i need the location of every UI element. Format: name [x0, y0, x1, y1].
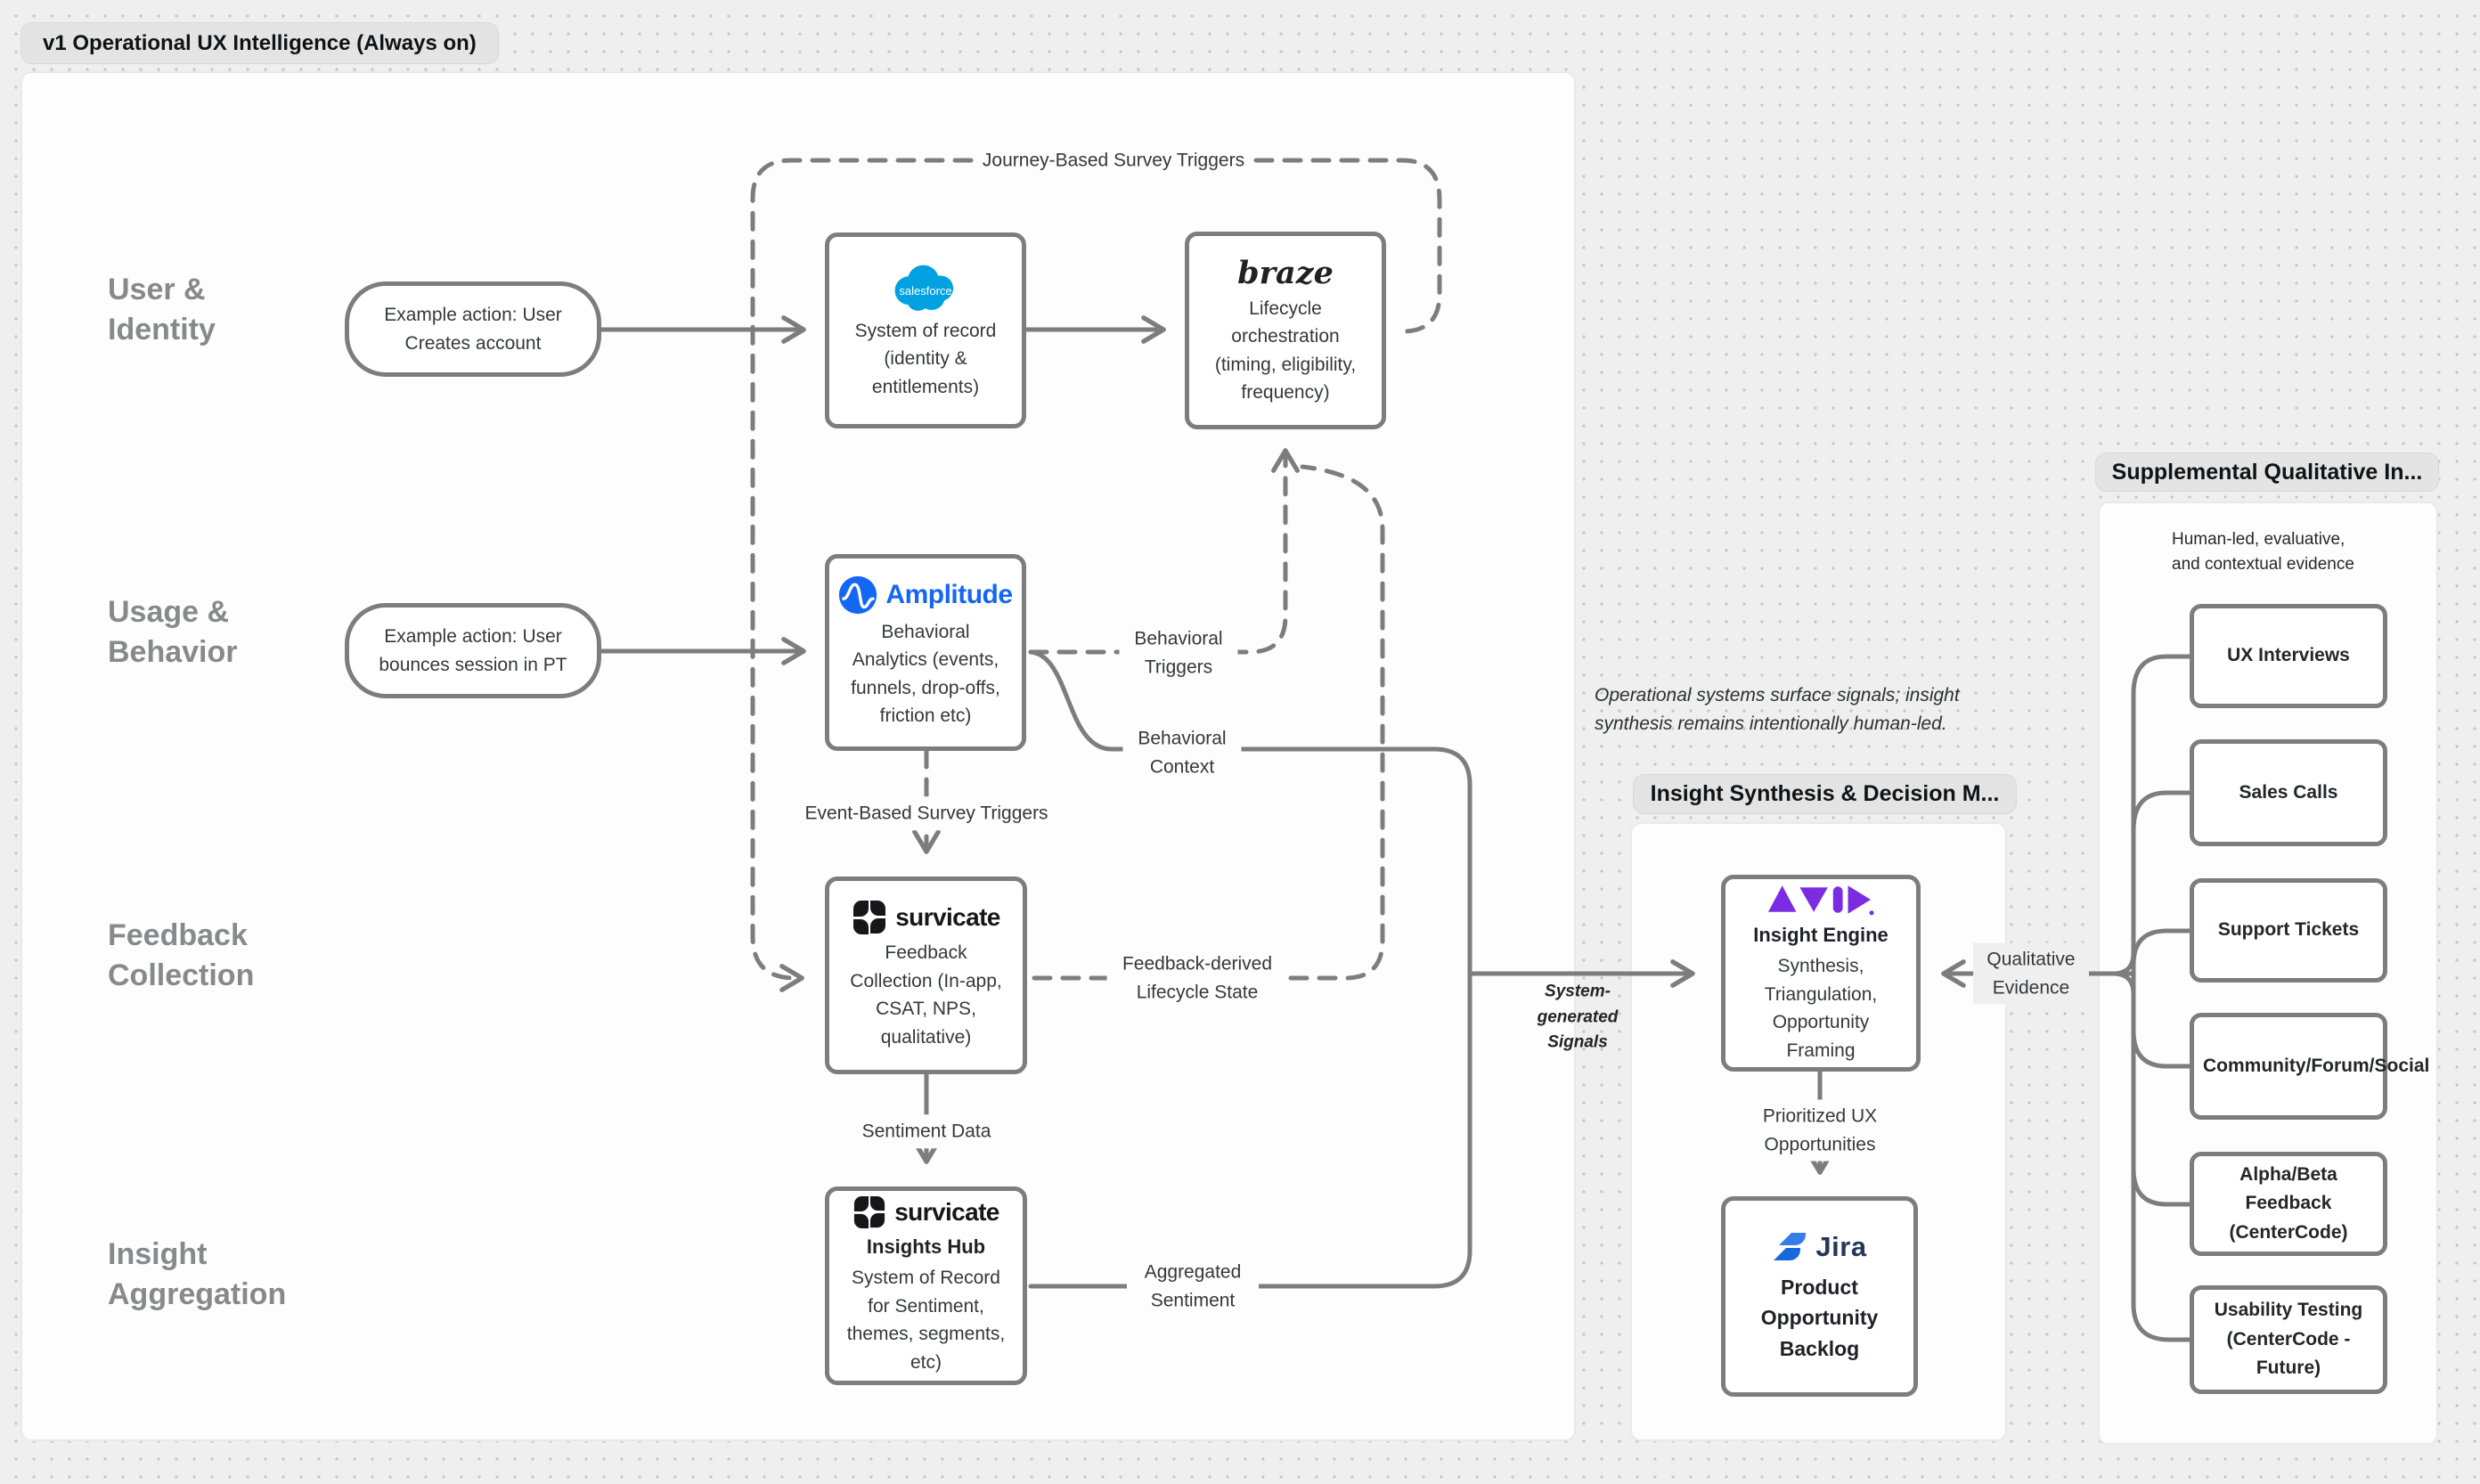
jira-wordmark: Jira — [1815, 1230, 1867, 1262]
note-supplemental-evidence: Human-led, evaluative, and contextual ev… — [2172, 530, 2354, 574]
supplemental-section-header-pill[interactable]: Supplemental Qualitative In... — [2095, 453, 2439, 492]
node-survicate-insights-hub[interactable]: survicate Insights Hub System of Record … — [825, 1186, 1027, 1385]
avid-logo-icon — [1767, 885, 1874, 915]
jira-logo-icon — [1774, 1232, 1807, 1260]
salesforce-logo-icon: salesforce — [894, 265, 954, 311]
supplemental-box-sales-calls[interactable]: Sales Calls — [2190, 739, 2387, 846]
supplemental-box-usability-testing[interactable]: Usability Testing (CenterCode - Future) — [2190, 1285, 2387, 1394]
box-label: Usability Testing (CenterCode - Future) — [2214, 1300, 2363, 1379]
insight-section-header: Insight Synthesis & Decision M... — [1650, 781, 2000, 806]
node-body: Product Opportunity Backlog — [1760, 1275, 1879, 1360]
row-label-user-identity: User & Identity — [108, 273, 216, 347]
box-label: UX Interviews — [2227, 645, 2350, 666]
label-behavioral-triggers: Behavioral Triggers — [1119, 622, 1238, 684]
box-label: Support Tickets — [2217, 919, 2360, 941]
node-amplitude[interactable]: Amplitude Behavioral Analytics (events, … — [825, 554, 1026, 751]
frame-title-pill[interactable]: v1 Operational UX Intelligence (Always o… — [20, 22, 499, 64]
salesforce-wordmark: salesforce — [899, 284, 951, 298]
label-behavioral-context: Behavioral Context — [1122, 722, 1242, 784]
insight-section-header-pill[interactable]: Insight Synthesis & Decision M... — [1633, 774, 2017, 814]
node-body: Behavioral Analytics (events, funnels, d… — [851, 621, 1000, 727]
supplemental-box-alpha-beta-feedback[interactable]: Alpha/Beta Feedback (CenterCode) — [2190, 1152, 2387, 1256]
row-label-insight-aggregation: Insight Aggregation — [108, 1237, 287, 1311]
box-label: Sales Calls — [2239, 781, 2338, 803]
supplemental-box-community-forum-social[interactable]: Community/Forum/Social — [2190, 1013, 2430, 1120]
amplitude-wordmark: Amplitude — [885, 579, 1013, 609]
box-label: Alpha/Beta Feedback (CenterCode) — [2229, 1163, 2348, 1243]
node-body: Synthesis, Triangulation, Opportunity Fr… — [1764, 956, 1878, 1061]
label-sentiment-data: Sentiment Data — [853, 1114, 999, 1148]
survicate-wordmark: survicate — [894, 1197, 999, 1226]
survicate-logo-icon — [854, 1195, 885, 1228]
amplitude-logo-icon — [839, 575, 877, 614]
example-action-user-bounces-session[interactable]: Example action: User bounces session in … — [345, 603, 601, 698]
node-salesforce[interactable]: salesforce System of record (identity & … — [825, 232, 1026, 428]
label-system-generated-signals: System-generated Signals — [1537, 982, 1619, 1052]
supplemental-section-header: Supplemental Qualitative In... — [2111, 459, 2423, 485]
supplemental-box-ux-interviews[interactable]: UX Interviews — [2190, 604, 2387, 708]
example-action-label: Example action: User bounces session in … — [379, 626, 567, 675]
label-prioritized-ux-opportunities: Prioritized UX Opportunities — [1745, 1099, 1895, 1162]
node-survicate-feedback[interactable]: survicate Feedback Collection (In-app, C… — [825, 877, 1027, 1074]
survicate-wordmark: survicate — [895, 903, 1000, 931]
node-title: Insight Engine — [1753, 923, 1889, 946]
label-feedback-derived-lifecycle-state: Feedback-derived Lifecycle State — [1106, 947, 1288, 1009]
node-body: System of Record for Sentiment, themes, … — [846, 1268, 1006, 1373]
example-action-label: Example action: User Creates account — [384, 305, 562, 354]
braze-logo-wordmark: braze — [1237, 254, 1334, 291]
row-label-feedback-collection: Feedback Collection — [108, 918, 255, 992]
node-braze[interactable]: braze Lifecycle orchestration (timing, e… — [1185, 232, 1386, 429]
node-title: Insights Hub — [866, 1235, 986, 1258]
survicate-logo-icon — [853, 901, 886, 934]
frame-title: v1 Operational UX Intelligence (Always o… — [43, 30, 477, 55]
node-insight-engine[interactable]: Insight Engine Synthesis, Triangulation,… — [1721, 875, 1921, 1072]
label-aggregated-sentiment: Aggregated Sentiment — [1127, 1255, 1259, 1317]
label-journey-based-survey-triggers: Journey-Based Survey Triggers — [974, 143, 1253, 177]
node-body: Feedback Collection (In-app, CSAT, NPS, … — [850, 942, 1002, 1048]
node-body: System of record (identity & entitlement… — [854, 320, 997, 397]
supplemental-box-support-tickets[interactable]: Support Tickets — [2190, 878, 2387, 983]
label-event-based-survey-triggers: Event-Based Survey Triggers — [796, 796, 1056, 830]
example-action-user-creates-account[interactable]: Example action: User Creates account — [345, 281, 601, 377]
box-label: Community/Forum/Social — [2203, 1055, 2430, 1076]
label-qualitative-evidence: Qualitative Evidence — [1973, 942, 2089, 1005]
row-label-usage-behavior: Usage & Behavior — [108, 595, 238, 669]
note-human-led-synthesis: Operational systems surface signals; ins… — [1595, 685, 1960, 734]
node-jira[interactable]: Jira Product Opportunity Backlog — [1721, 1196, 1918, 1397]
node-body: Lifecycle orchestration (timing, eligibi… — [1214, 298, 1357, 404]
